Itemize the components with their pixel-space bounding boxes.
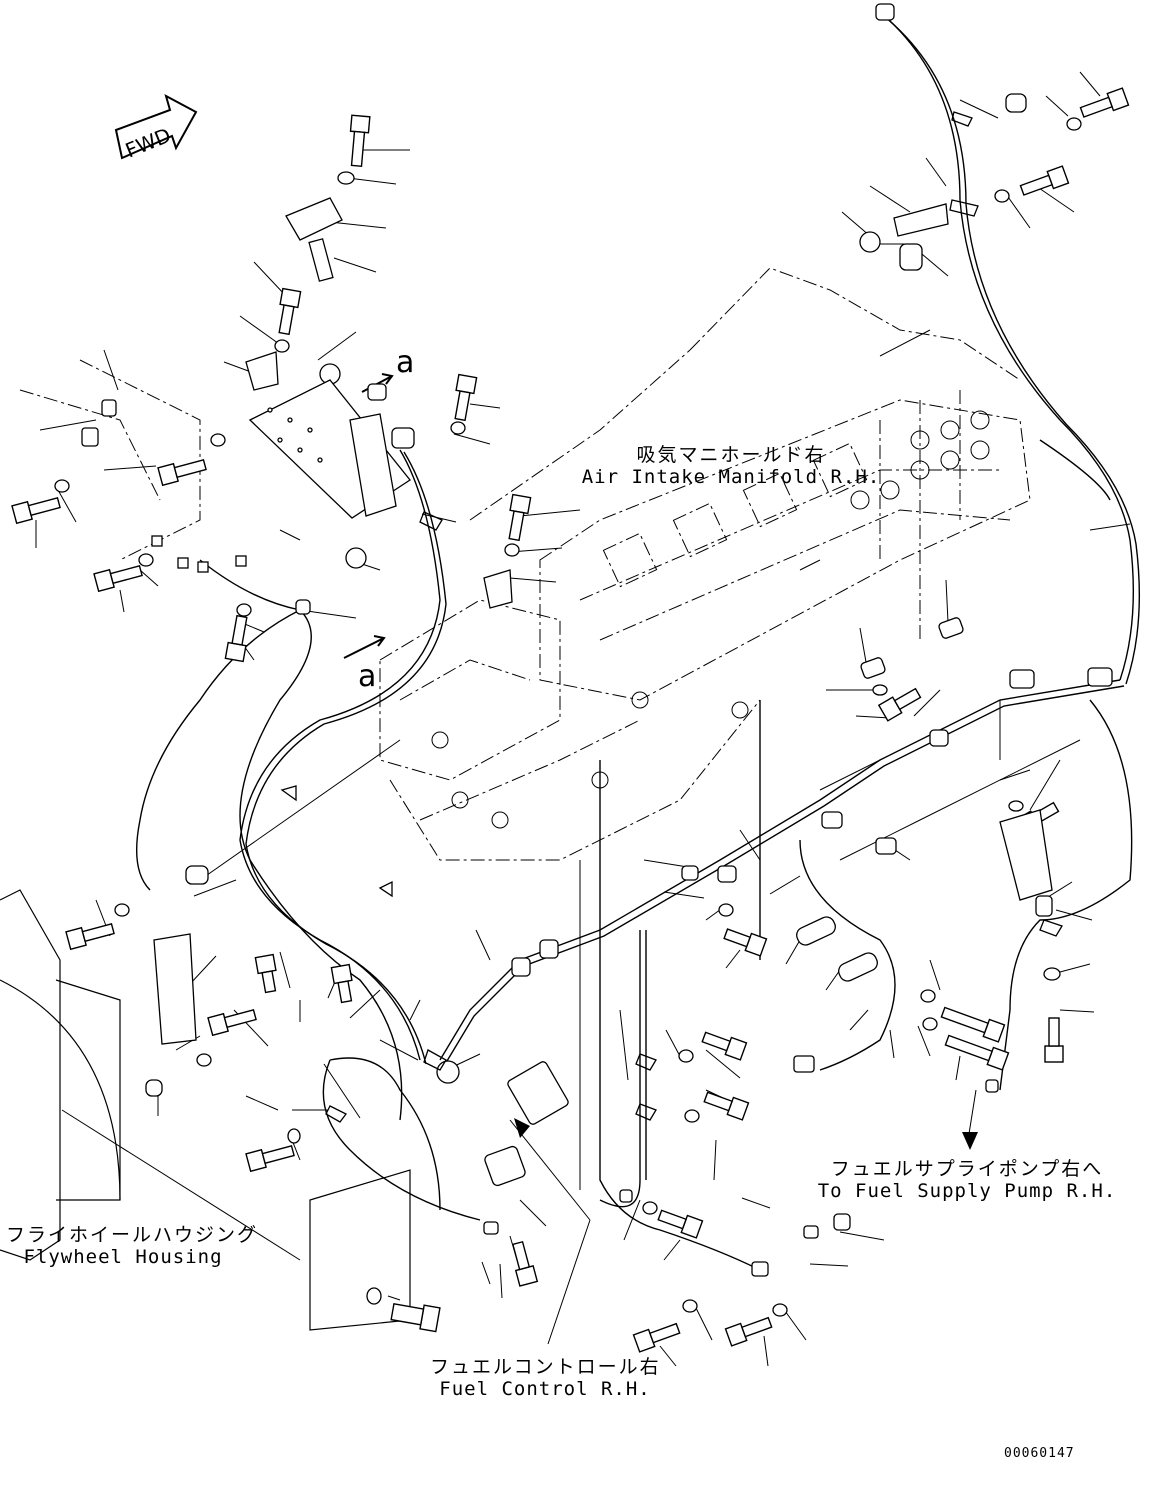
wire-harness [135,11,1141,1271]
flywheel-housing-label-en: Flywheel Housing [23,1246,223,1268]
fuel-control-label-en: Fuel Control R.H. [439,1378,651,1400]
drawing-number: 00060147 [1004,1446,1075,1461]
section-mark-a-top: a [396,345,414,380]
flywheel-housing [0,889,411,1331]
washer-icons [54,117,1082,1317]
harness-clamp-icons [280,111,1063,1123]
air-intake-manifold-label-jp: 吸気マニホールド右 [636,444,826,466]
fwd-arrow-icon: FWD [114,94,198,163]
fuel-supply-pump-label-en: To Fuel Supply Pump R.H. [817,1180,1117,1202]
fwd-label: FWD [122,123,174,163]
air-intake-manifold-label: 吸気マニホールド右 Air Intake Manifold R.H. [566,444,896,488]
fuel-control-label-jp: フュエルコントロール右 [430,1356,661,1378]
fuel-control-arrow [514,1118,530,1138]
section-arrow-bottom [343,635,386,659]
air-intake-manifold-label-en: Air Intake Manifold R.H. [581,466,881,488]
nut-spacer-icons [145,231,1053,1231]
pump-direction-arrow [962,1132,978,1150]
fuel-supply-pump-label: フュエルサプライポンプ右へ To Fuel Supply Pump R.H. [812,1158,1122,1202]
connector-icons [81,3,1113,1277]
bracket-icons [153,197,1053,1045]
fuel-supply-pump-label-jp: フュエルサプライポンプ右へ [830,1158,1104,1180]
engine-block-outline [19,267,1031,861]
flywheel-housing-label: フライホイールハウジング Flywheel Housing [6,1224,259,1268]
fuel-control-label: フュエルコントロール右 Fuel Control R.H. [430,1356,660,1400]
flywheel-housing-label-jp: フライホイールハウジング [6,1224,259,1246]
section-mark-a-bottom: a [358,659,376,694]
